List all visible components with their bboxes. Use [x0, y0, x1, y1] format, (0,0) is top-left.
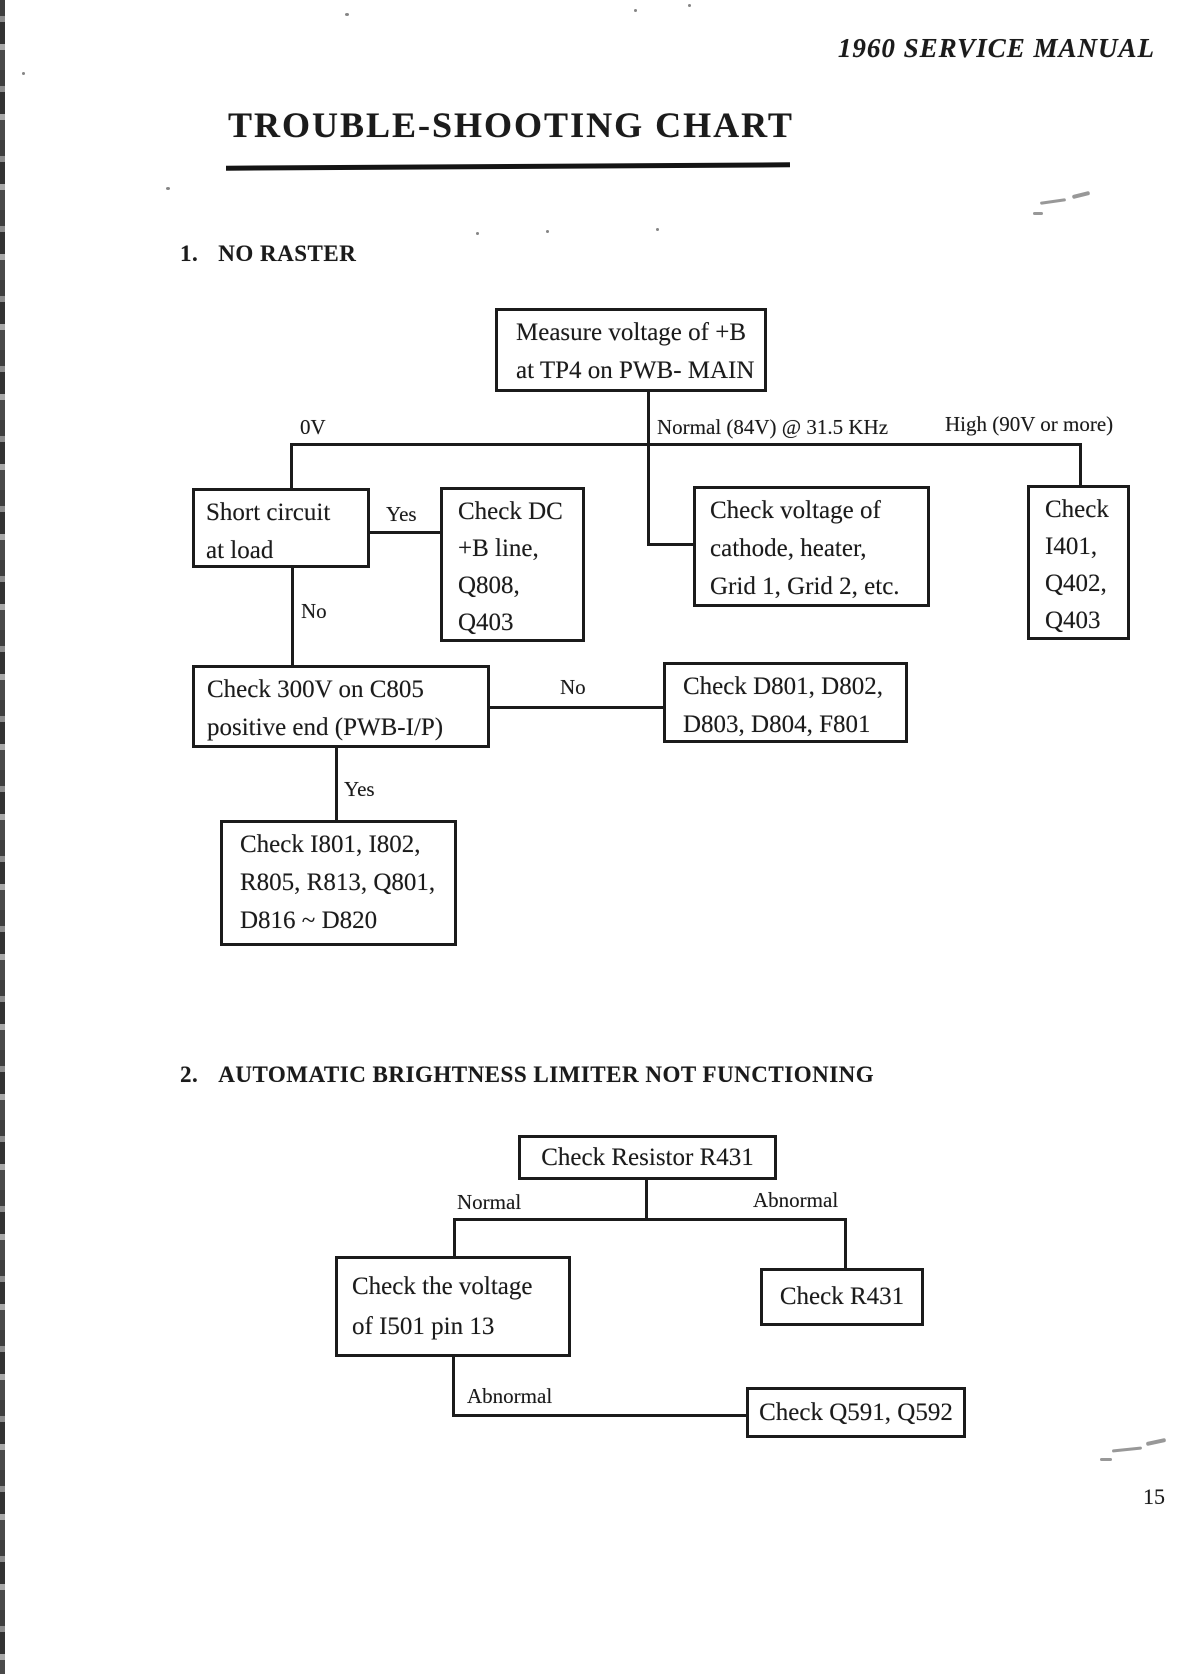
scan-speck [345, 13, 349, 16]
scan-smudge [1033, 212, 1043, 215]
connector-i501-down [452, 1357, 455, 1417]
connector-branch-line-2 [453, 1218, 847, 1221]
scan-speck [634, 9, 637, 12]
flow-box-line: Check the voltage [352, 1273, 533, 1300]
section-number: 2. [180, 1062, 199, 1087]
scan-speck [656, 228, 659, 231]
flow-box-check-resistor-r431: Check Resistor R431 [518, 1135, 777, 1180]
scan-smudge [1039, 198, 1067, 205]
flow-box-line: Q808, [458, 572, 520, 599]
scan-smudge [1071, 190, 1091, 200]
flow-box-line: Check 300V on C805 [207, 676, 424, 703]
connector-r431-down [645, 1180, 648, 1220]
connector-normal-elbow [647, 543, 695, 546]
flow-box-check-i401: Check I401, Q402, Q403 [1027, 485, 1130, 640]
flow-box-check-dc: Check DC +B line, Q808, Q403 [440, 487, 585, 642]
flow-box-line: Check DC [458, 498, 563, 525]
scan-speck [688, 4, 691, 7]
title-underline [225, 162, 791, 171]
section-number: 1. [180, 241, 199, 266]
flow-box-check-i501: Check the voltage of I501 pin 13 [335, 1256, 571, 1357]
connector-measure-down [647, 392, 650, 545]
page-title: TROUBLE-SHOOTING CHART [228, 105, 794, 145]
flow-box-check-r431: Check R431 [760, 1268, 924, 1326]
flow-box-line: +B line, [458, 535, 539, 562]
connector-abnormal-drop [844, 1218, 847, 1268]
flow-box-line: Q403 [458, 609, 514, 636]
flow-box-line: of I501 pin 13 [352, 1313, 495, 1340]
scan-speck [476, 232, 479, 235]
label-normal-84v: Normal (84V) @ 31.5 KHz [657, 415, 889, 439]
flow-box-line: Measure voltage of +B [516, 319, 747, 346]
flow-box-line: Q403 [1045, 607, 1101, 634]
scan-speck [22, 72, 25, 75]
flow-box-line: Short circuit [206, 499, 331, 526]
label-yes-c805: Yes [344, 777, 375, 801]
label-0v: 0V [300, 415, 326, 439]
scan-smudge [1100, 1458, 1112, 1461]
flow-box-check-i801: Check I801, I802, R805, R813, Q801, D816… [220, 820, 457, 946]
flow-box-line: Check [1045, 496, 1109, 523]
section-title: AUTOMATIC BRIGHTNESS LIMITER NOT FUNCTIO… [218, 1062, 875, 1087]
page-number: 15 [1143, 1484, 1165, 1509]
flow-box-check-q591: Check Q591, Q592 [746, 1387, 966, 1438]
connector-normal-drop [453, 1218, 456, 1256]
manual-header: 1960 SERVICE MANUAL [837, 33, 1155, 63]
flow-box-line: cathode, heater, [710, 535, 867, 562]
flow-box-check-d801: Check D801, D802, D803, D804, F801 [663, 662, 908, 743]
label-normal: Normal [457, 1190, 522, 1214]
connector-abnormal-line [452, 1414, 746, 1417]
flow-box-line: at TP4 on PWB- MAIN [516, 357, 755, 384]
flow-box-line: Grid 1, Grid 2, etc. [710, 573, 900, 600]
flow-box-line: Check Q591, Q592 [759, 1398, 953, 1426]
scan-speck [546, 230, 549, 233]
connector-no2-line [488, 706, 663, 709]
label-yes-short: Yes [386, 502, 417, 526]
flow-box-measure-voltage: Measure voltage of +B at TP4 on PWB- MAI… [495, 308, 767, 392]
scan-smudge [1111, 1446, 1143, 1453]
flow-box-line: D803, D804, F801 [683, 711, 871, 738]
flow-box-line: I401, [1045, 533, 1098, 560]
flow-box-line: R805, R813, Q801, [240, 869, 436, 896]
section-2-heading: 2. AUTOMATIC BRIGHTNESS LIMITER NOT FUNC… [180, 1062, 874, 1088]
connector-yes2-drop [335, 746, 338, 821]
flow-box-check-c805: Check 300V on C805 positive end (PWB-I/P… [192, 665, 490, 748]
flow-box-line: Check D801, D802, [683, 673, 883, 700]
flow-box-line: at load [206, 537, 274, 564]
flow-box-line: D816 ~ D820 [240, 907, 378, 934]
section-title: NO RASTER [218, 241, 357, 266]
connector-yes-line [370, 531, 440, 534]
flow-box-line: positive end (PWB-I/P) [207, 714, 444, 741]
flow-box-line: Check voltage of [710, 497, 881, 524]
scan-smudge [1145, 1437, 1167, 1447]
scan-speck [166, 187, 170, 190]
label-no-c805: No [560, 675, 586, 699]
label-no-short: No [301, 599, 327, 623]
flow-box-line: Check Resistor R431 [541, 1143, 754, 1171]
scan-edge-artifact [0, 0, 5, 1674]
flow-box-line: Check R431 [779, 1283, 905, 1310]
section-1-heading: 1. NO RASTER [180, 241, 356, 267]
label-high-90v: High (90V or more) [945, 412, 1114, 436]
connector-high-drop [1079, 443, 1082, 486]
flow-box-line: Check I801, I802, [240, 831, 421, 858]
flow-box-short-circuit: Short circuit at load [192, 488, 370, 568]
connector-no-drop [291, 566, 294, 666]
flow-box-cathode-voltage: Check voltage of cathode, heater, Grid 1… [693, 486, 930, 607]
label-abnormal-down: Abnormal [467, 1384, 553, 1408]
connector-branch-line [290, 443, 1082, 446]
label-abnormal-right: Abnormal [753, 1188, 839, 1212]
flow-box-line: Q402, [1045, 570, 1107, 597]
connector-0v-drop [290, 443, 293, 489]
